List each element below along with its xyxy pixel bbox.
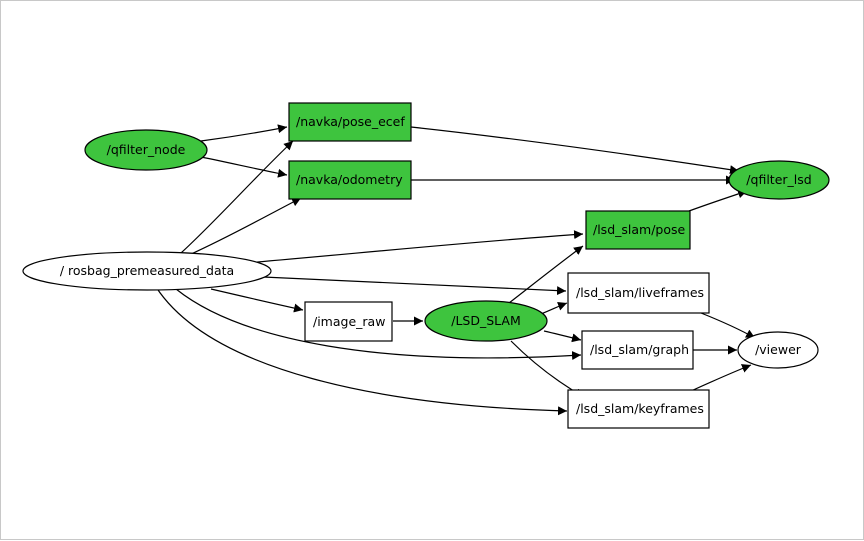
- edge-lsd-slam-to-keyframes: [510, 340, 585, 398]
- node-label: / rosbag_premeasured_data: [60, 263, 234, 278]
- node-shape: [728, 160, 830, 200]
- node-shape: [424, 300, 548, 342]
- edge-pose-ecef-to-qfilter-lsd: [410, 126, 740, 175]
- node-label: /qfilter_node: [107, 142, 186, 157]
- node-rosbag-premeasured-data[interactable]: / rosbag_premeasured_data: [22, 251, 272, 291]
- edge-rosbag-to-graph: [175, 288, 582, 361]
- node-label: /lsd_slam/pose: [593, 222, 686, 237]
- edge-lsd-slam-to-graph: [543, 330, 582, 343]
- node-qfilter-node[interactable]: /qfilter_node: [84, 129, 208, 171]
- edge-rosbag-to-image-raw: [210, 288, 304, 313]
- node-label: /qfilter_lsd: [746, 172, 811, 187]
- edge-rosbag-to-keyframes: [155, 286, 568, 416]
- node-label: /navka/pose_ecef: [296, 114, 405, 129]
- edge-keyframes-to-viewer: [690, 364, 752, 392]
- edge-rosbag-to-lsd-pose: [245, 230, 584, 264]
- edge-lsd-pose-to-qfilter-lsd: [688, 189, 748, 212]
- node-shape: [567, 389, 710, 429]
- node-shape: [737, 331, 819, 369]
- edge-rosbag-to-odometry: [188, 197, 302, 256]
- edge-rosbag-to-pose-ecef: [180, 140, 294, 254]
- node-label: /viewer: [755, 342, 802, 357]
- node-qfilter-lsd[interactable]: /qfilter_lsd: [728, 160, 830, 200]
- node-shape: [288, 102, 412, 142]
- edge-qfilter-node-to-odometry: [200, 156, 288, 178]
- node-lsd-slam-pose[interactable]: /lsd_slam/pose: [585, 210, 691, 250]
- node-navka-odometry[interactable]: /navka/odometry: [288, 160, 412, 200]
- node-shape: [22, 251, 272, 291]
- edge-liveframes-to-viewer: [700, 312, 756, 339]
- node-shape: [581, 330, 694, 370]
- node-navka-pose-ecef[interactable]: /navka/pose_ecef: [288, 102, 412, 142]
- node-shape: [288, 160, 412, 200]
- node-lsd-slam-liveframes[interactable]: /lsd_slam/liveframes: [567, 272, 710, 314]
- node-lsd-slam[interactable]: /LSD_SLAM: [424, 300, 548, 342]
- node-image-raw[interactable]: /image_raw: [304, 301, 393, 342]
- node-label: /lsd_slam/keyframes: [576, 401, 704, 416]
- node-shape: [567, 272, 710, 314]
- node-label: /image_raw: [313, 314, 385, 329]
- node-shape: [304, 301, 393, 342]
- node-shape: [84, 129, 208, 171]
- node-label: /lsd_slam/liveframes: [576, 285, 704, 300]
- edges: [155, 124, 756, 416]
- edge-lsd-slam-to-liveframes: [540, 301, 568, 315]
- edge-lsd-slam-to-lsd-pose: [508, 245, 584, 304]
- edge-rosbag-to-liveframes: [262, 276, 567, 296]
- node-viewer[interactable]: /viewer: [737, 331, 819, 369]
- node-label: /lsd_slam/graph: [590, 342, 689, 357]
- node-lsd-slam-graph[interactable]: /lsd_slam/graph: [581, 330, 694, 370]
- node-label: /navka/odometry: [296, 172, 403, 187]
- edge-qfilter-node-to-pose-ecef: [200, 124, 288, 142]
- node-label: /LSD_SLAM: [451, 313, 521, 328]
- node-shape: [585, 210, 691, 250]
- node-lsd-slam-keyframes[interactable]: /lsd_slam/keyframes: [567, 389, 710, 429]
